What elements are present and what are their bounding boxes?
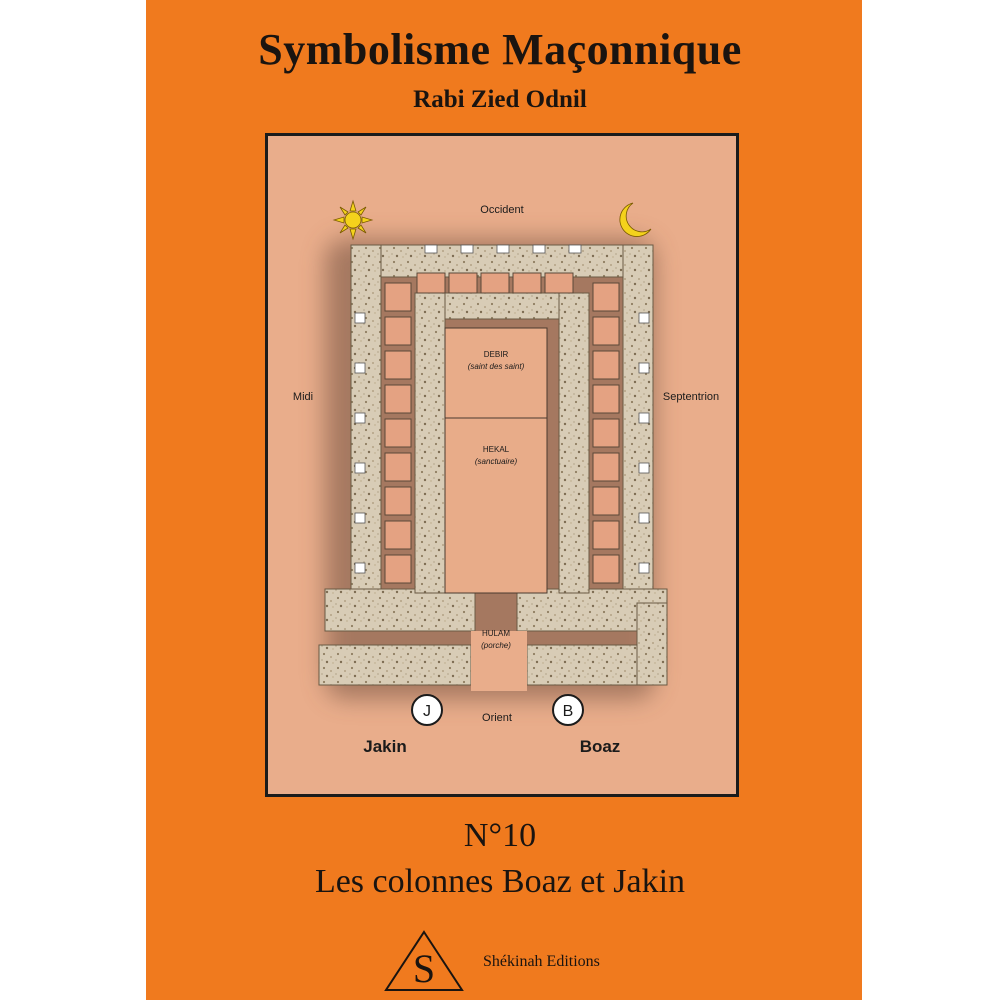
book-title: Symbolisme Maçonnique <box>258 25 742 74</box>
column-marker-jakin: J <box>411 694 443 726</box>
direction-septentrion: Septentrion <box>663 391 719 403</box>
hekal-sublabel: (sanctuaire) <box>475 457 518 466</box>
direction-orient: Orient <box>482 712 512 724</box>
publisher-name: Shékinah Editions <box>483 953 600 970</box>
wall-markers <box>354 244 650 574</box>
inner-walls <box>414 292 590 594</box>
column-marker-boaz: B <box>552 694 584 726</box>
column-letter-j: J <box>423 703 431 720</box>
side-chambers <box>384 272 620 584</box>
svg-text:S: S <box>413 946 435 991</box>
debir-sublabel: (saint des saint) <box>468 362 525 371</box>
volume-number: N°10 <box>463 817 537 854</box>
book-author: Rabi Zied Odnil <box>413 86 587 113</box>
sun-icon <box>332 199 374 241</box>
hekal-label: HEKAL <box>483 445 510 454</box>
temple-plan: Occident Orient Midi Septentrion DEBIR (… <box>293 199 719 756</box>
column-name-boaz: Boaz <box>580 737 621 756</box>
volume-subtitle: Les colonnes Boaz et Jakin <box>314 863 686 900</box>
debir-room <box>444 327 548 419</box>
column-name-jakin: Jakin <box>363 737 406 756</box>
direction-midi: Midi <box>293 391 313 403</box>
publisher-logo-icon: S <box>384 930 464 991</box>
direction-occident: Occident <box>480 204 523 216</box>
hulam-room <box>471 631 527 691</box>
column-letter-b: B <box>563 703 574 720</box>
debir-label: DEBIR <box>484 350 509 359</box>
crescent-moon-icon <box>619 202 652 237</box>
hulam-label: HULAM <box>482 629 510 638</box>
hekal-room <box>444 417 548 594</box>
hulam-sublabel: (porche) <box>481 641 511 650</box>
